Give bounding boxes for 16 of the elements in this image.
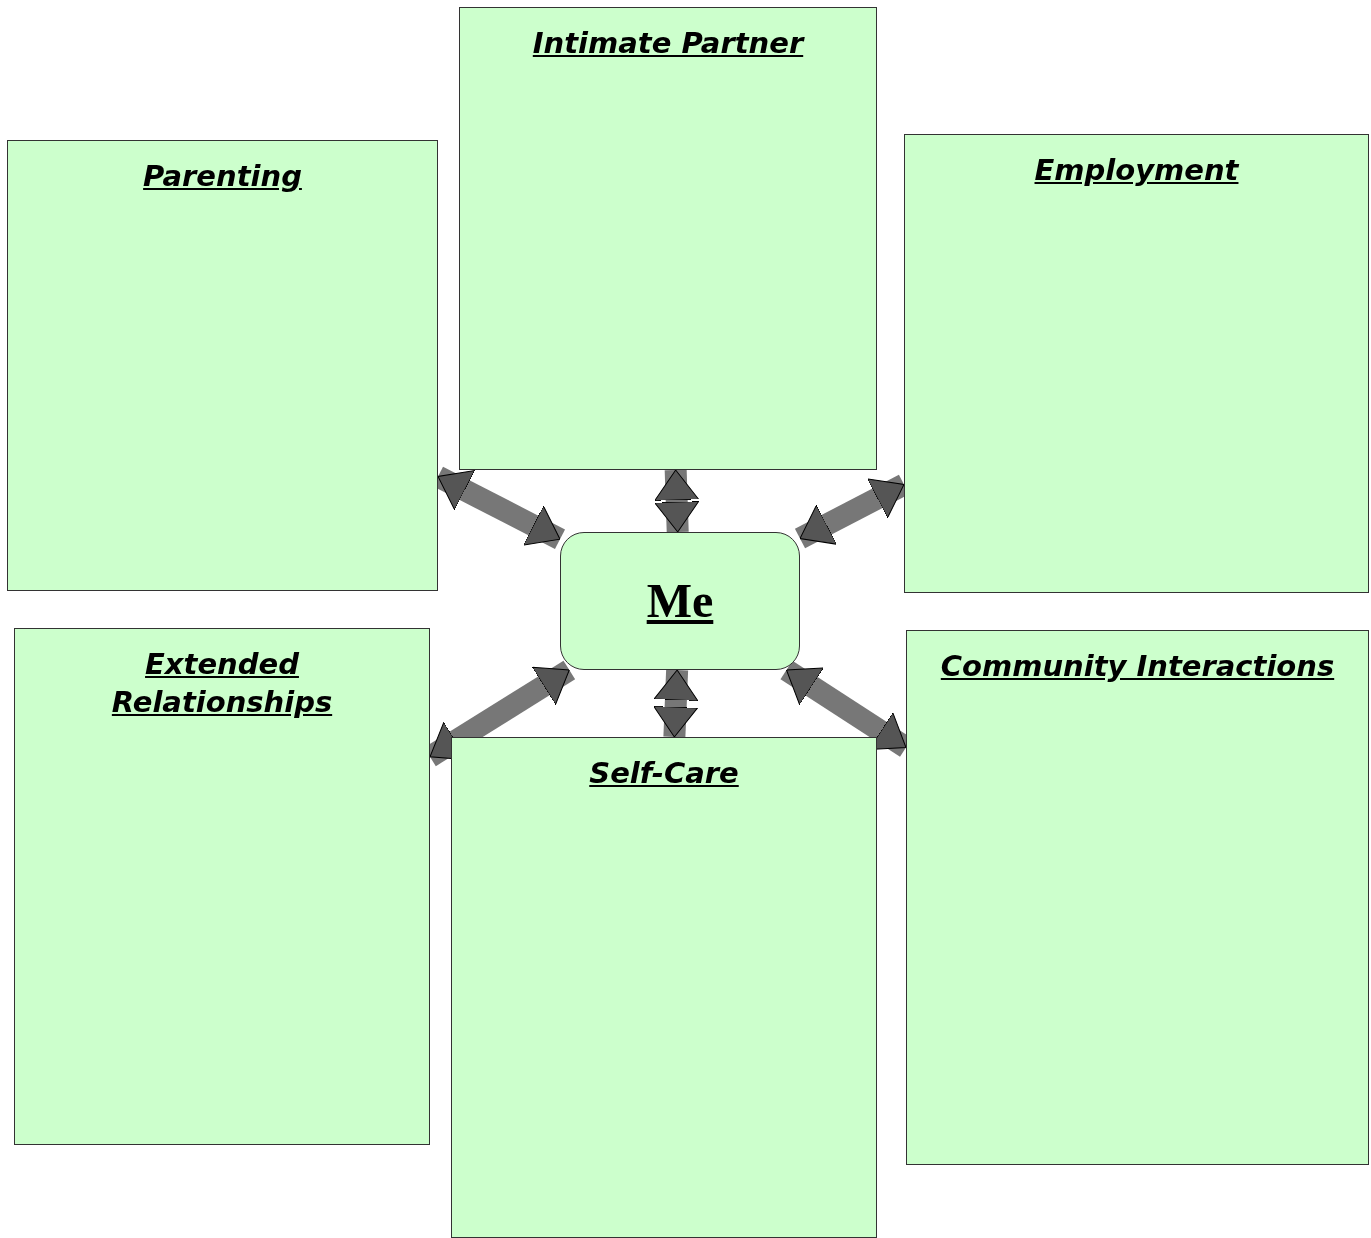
topic-heading: Self-Care <box>589 755 739 792</box>
topic-heading: Intimate Partner <box>532 25 804 62</box>
topic-box <box>459 7 877 470</box>
topic-box <box>906 630 1369 1165</box>
double-arrow <box>654 469 700 533</box>
center-box <box>560 532 800 670</box>
topic-box <box>14 628 430 1145</box>
topic-heading: Extended Relationships <box>110 646 334 721</box>
topic-box <box>904 134 1369 593</box>
topic-box <box>7 140 438 591</box>
topic-heading: Community Interactions <box>940 648 1335 685</box>
topic-heading: Employment <box>1034 152 1239 189</box>
double-arrow <box>653 669 699 738</box>
topic-box <box>451 737 877 1238</box>
topic-heading: Parenting <box>143 158 302 195</box>
center-label: Me <box>646 573 714 629</box>
